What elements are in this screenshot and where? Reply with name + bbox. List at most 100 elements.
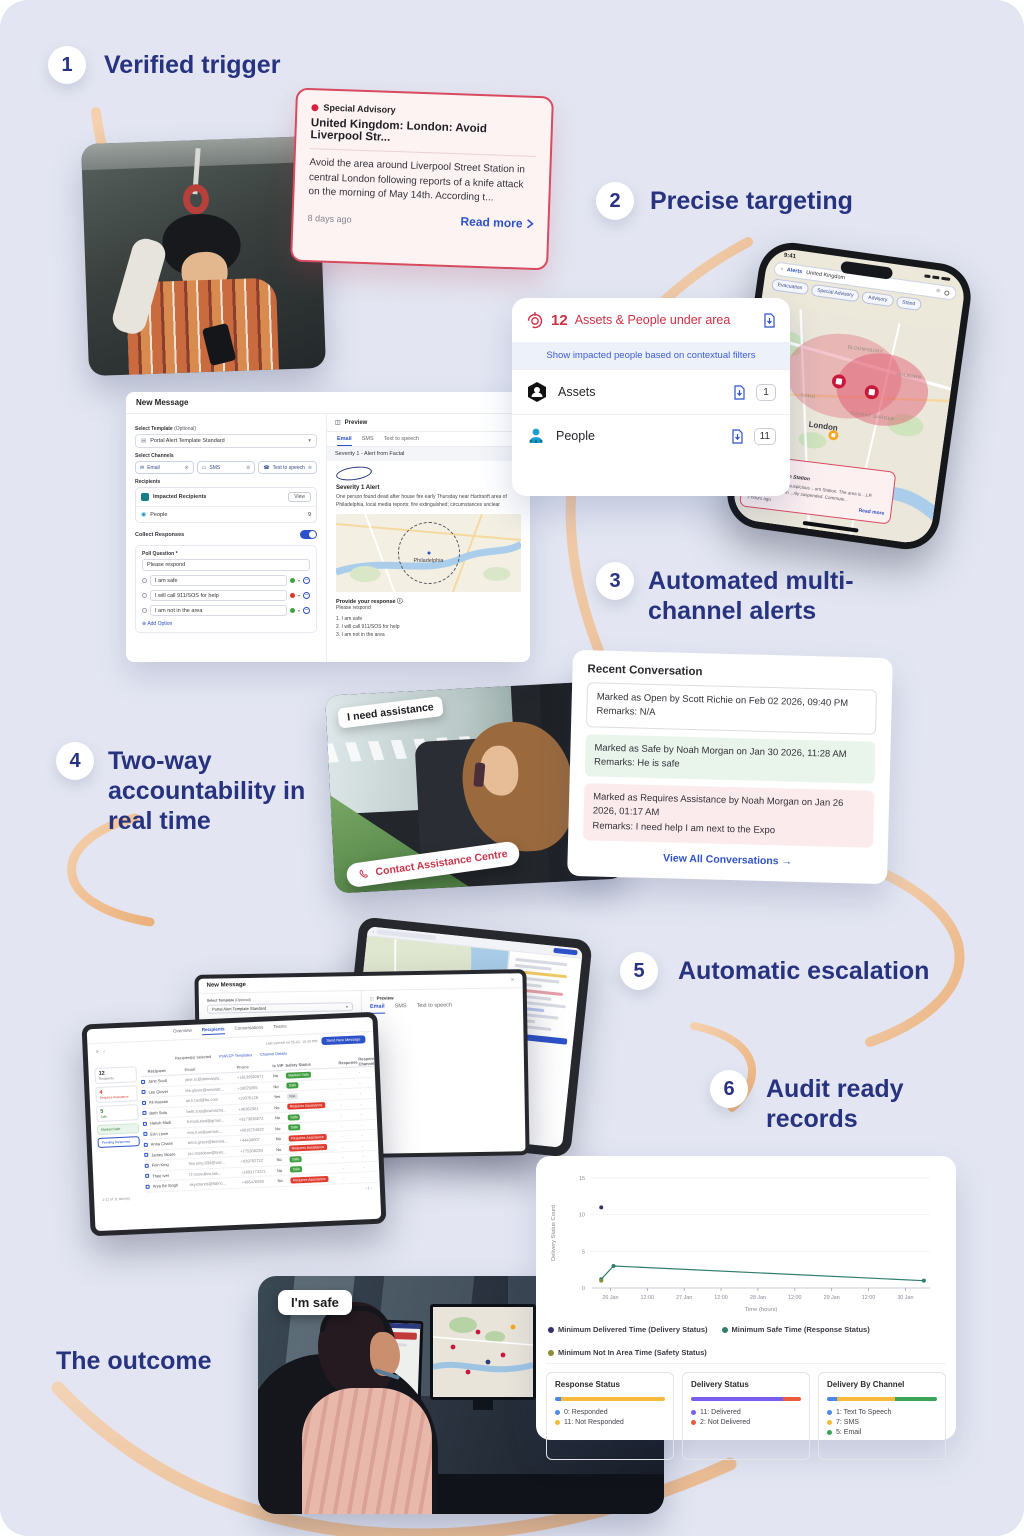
remove-option-icon[interactable]: – xyxy=(303,607,310,614)
status-badge: Requires Assistance xyxy=(289,1144,327,1152)
collect-responses-toggle[interactable] xyxy=(300,530,317,539)
option-color-dot[interactable] xyxy=(289,608,295,613)
bar-segment xyxy=(782,1397,801,1401)
radio-icon[interactable] xyxy=(142,608,147,613)
channel-chip-email[interactable]: ✉Email⊗ xyxy=(135,461,194,474)
remove-channel-icon[interactable]: ⊗ xyxy=(184,464,189,471)
outcome-title: The outcome xyxy=(56,1347,212,1375)
option-color-dot[interactable] xyxy=(289,593,295,598)
row-checkbox[interactable] xyxy=(143,1142,148,1147)
close-icon[interactable]: ✕ xyxy=(510,977,515,984)
row-checkbox[interactable] xyxy=(141,1090,146,1095)
read-more-link[interactable]: Read more xyxy=(460,214,534,231)
cell-response: - xyxy=(343,1175,345,1181)
photo-commuter xyxy=(81,135,326,377)
remove-option-icon[interactable]: – xyxy=(303,577,310,584)
view-all-conversations-link[interactable]: View All Conversations → xyxy=(662,852,793,868)
tab-email[interactable]: Email xyxy=(337,436,352,446)
preview-body-text: One person found dead after house fire e… xyxy=(336,494,507,508)
phone-filter-chip[interactable]: Stand xyxy=(895,295,922,312)
contact-assistance-button[interactable]: Contact Assistance Centre xyxy=(345,840,522,889)
row-checkbox[interactable] xyxy=(143,1132,148,1137)
cell-vip: No xyxy=(275,1125,281,1131)
map-pin-red[interactable] xyxy=(831,374,847,390)
tab-sms[interactable]: SMS xyxy=(394,1003,407,1010)
poll-option-input[interactable]: I am safe xyxy=(150,575,287,586)
row-checkbox[interactable] xyxy=(141,1100,147,1105)
escalation-link[interactable]: Channel Details xyxy=(260,1051,288,1057)
escalation-link[interactable]: Poll/LCP Templates xyxy=(219,1053,253,1059)
tab-teams[interactable]: Teams xyxy=(273,1023,287,1030)
people-row[interactable]: ◉ People 9 xyxy=(136,506,316,522)
channel-chip-text-to-speech[interactable]: ☎Text to speech⊗ xyxy=(258,461,318,474)
sidebar-stat-ok-tint[interactable]: Marked Safe xyxy=(96,1123,140,1135)
phone-filter-chip[interactable]: Advisory xyxy=(861,290,895,308)
row-checkbox[interactable] xyxy=(144,1153,149,1158)
radio-icon[interactable] xyxy=(142,593,147,598)
export-icon[interactable] xyxy=(763,312,776,328)
impacted-recipients-row[interactable]: Impacted Recipients View xyxy=(136,488,316,506)
tab-sms[interactable]: SMS xyxy=(361,436,374,442)
response-option: 3. I am not in the area xyxy=(336,631,385,638)
back-icon[interactable]: ‹ xyxy=(780,266,784,273)
radio-icon[interactable] xyxy=(142,578,147,583)
tab-text-to-speech[interactable]: Text to speech xyxy=(383,436,420,442)
chevron-down-icon[interactable]: ▾ xyxy=(297,578,300,583)
clear-icon[interactable]: ⊗ xyxy=(935,288,941,295)
template-select[interactable]: ▤ Portal Alert Template Standard ▾ xyxy=(135,434,317,448)
send-new-message-button[interactable]: Send New Message xyxy=(321,1035,366,1046)
photo-shape xyxy=(302,1388,432,1514)
tab-text-to-speech[interactable]: Text to speech xyxy=(416,1002,453,1010)
cell-email: skystrands@fabric... xyxy=(189,1180,226,1188)
chevron-down-icon[interactable]: ▾ xyxy=(297,593,300,598)
phone-filter-chip[interactable]: Evacuation xyxy=(770,278,810,296)
phone-read-more[interactable]: Read more xyxy=(858,507,885,517)
impact-row-people[interactable]: People 11 xyxy=(512,414,790,457)
refresh-icon[interactable]: ⟳ xyxy=(95,1048,100,1054)
remove-channel-icon[interactable]: ⊗ xyxy=(307,464,313,471)
row-checkbox[interactable] xyxy=(144,1163,149,1168)
cell-phone: +77530822B xyxy=(240,1147,264,1154)
column-header: Recipient xyxy=(147,1067,166,1074)
row-checkbox[interactable] xyxy=(140,1079,146,1084)
tab-conversations[interactable]: Conversations xyxy=(234,1024,264,1031)
poll-option-input[interactable]: I am not in the area xyxy=(150,605,287,616)
map-pin-red-2[interactable] xyxy=(864,384,880,400)
sidebar-stat-outline[interactable]: Pending Response xyxy=(97,1136,140,1148)
add-option-link[interactable]: ⊕ Add Option xyxy=(142,621,173,627)
contextual-filter-link[interactable]: Show impacted people based on contextual… xyxy=(512,342,790,369)
remove-option-icon[interactable]: – xyxy=(303,592,310,599)
remove-channel-icon[interactable]: ⊗ xyxy=(246,464,251,471)
tab-recipients[interactable]: Recipients xyxy=(201,1026,225,1036)
preview-title: Preview xyxy=(344,419,368,426)
channel-chip-sms[interactable]: ▭SMS⊗ xyxy=(196,461,256,474)
brand-logo xyxy=(335,464,373,483)
cell-vip: No xyxy=(276,1146,282,1152)
poll-option-input[interactable]: I will call 911/SOS for help xyxy=(150,590,287,601)
view-button[interactable]: View xyxy=(288,492,311,502)
conversation-card: Recent Conversation Marked as Open by Sc… xyxy=(567,649,893,885)
cell-vip: No xyxy=(276,1167,283,1173)
svg-text:12:00: 12:00 xyxy=(641,1295,655,1301)
column-header: Safety Status xyxy=(285,1061,311,1068)
tab-overview[interactable]: Overview xyxy=(172,1027,192,1034)
row-checkbox[interactable] xyxy=(142,1121,147,1126)
poll-question-input[interactable]: Please respond xyxy=(142,559,310,571)
template-select[interactable]: Portal Alert Template Standard▾ xyxy=(206,1002,354,1014)
row-checkbox[interactable] xyxy=(145,1174,150,1179)
option-color-dot[interactable] xyxy=(289,578,295,583)
row-checkbox[interactable] xyxy=(145,1184,150,1189)
map-pin-orange[interactable] xyxy=(828,430,839,441)
export-icon[interactable] xyxy=(733,384,746,400)
pagination[interactable]: ‹ 1 › xyxy=(365,1185,372,1190)
search-icon[interactable]: ⌕ xyxy=(102,1048,106,1054)
export-icon[interactable] xyxy=(731,428,744,444)
impact-row-assets[interactable]: Assets 1 xyxy=(512,369,790,414)
row-checkbox[interactable] xyxy=(142,1111,147,1116)
primary-button[interactable] xyxy=(553,947,578,956)
chevron-down-icon[interactable]: ▾ xyxy=(297,608,300,613)
